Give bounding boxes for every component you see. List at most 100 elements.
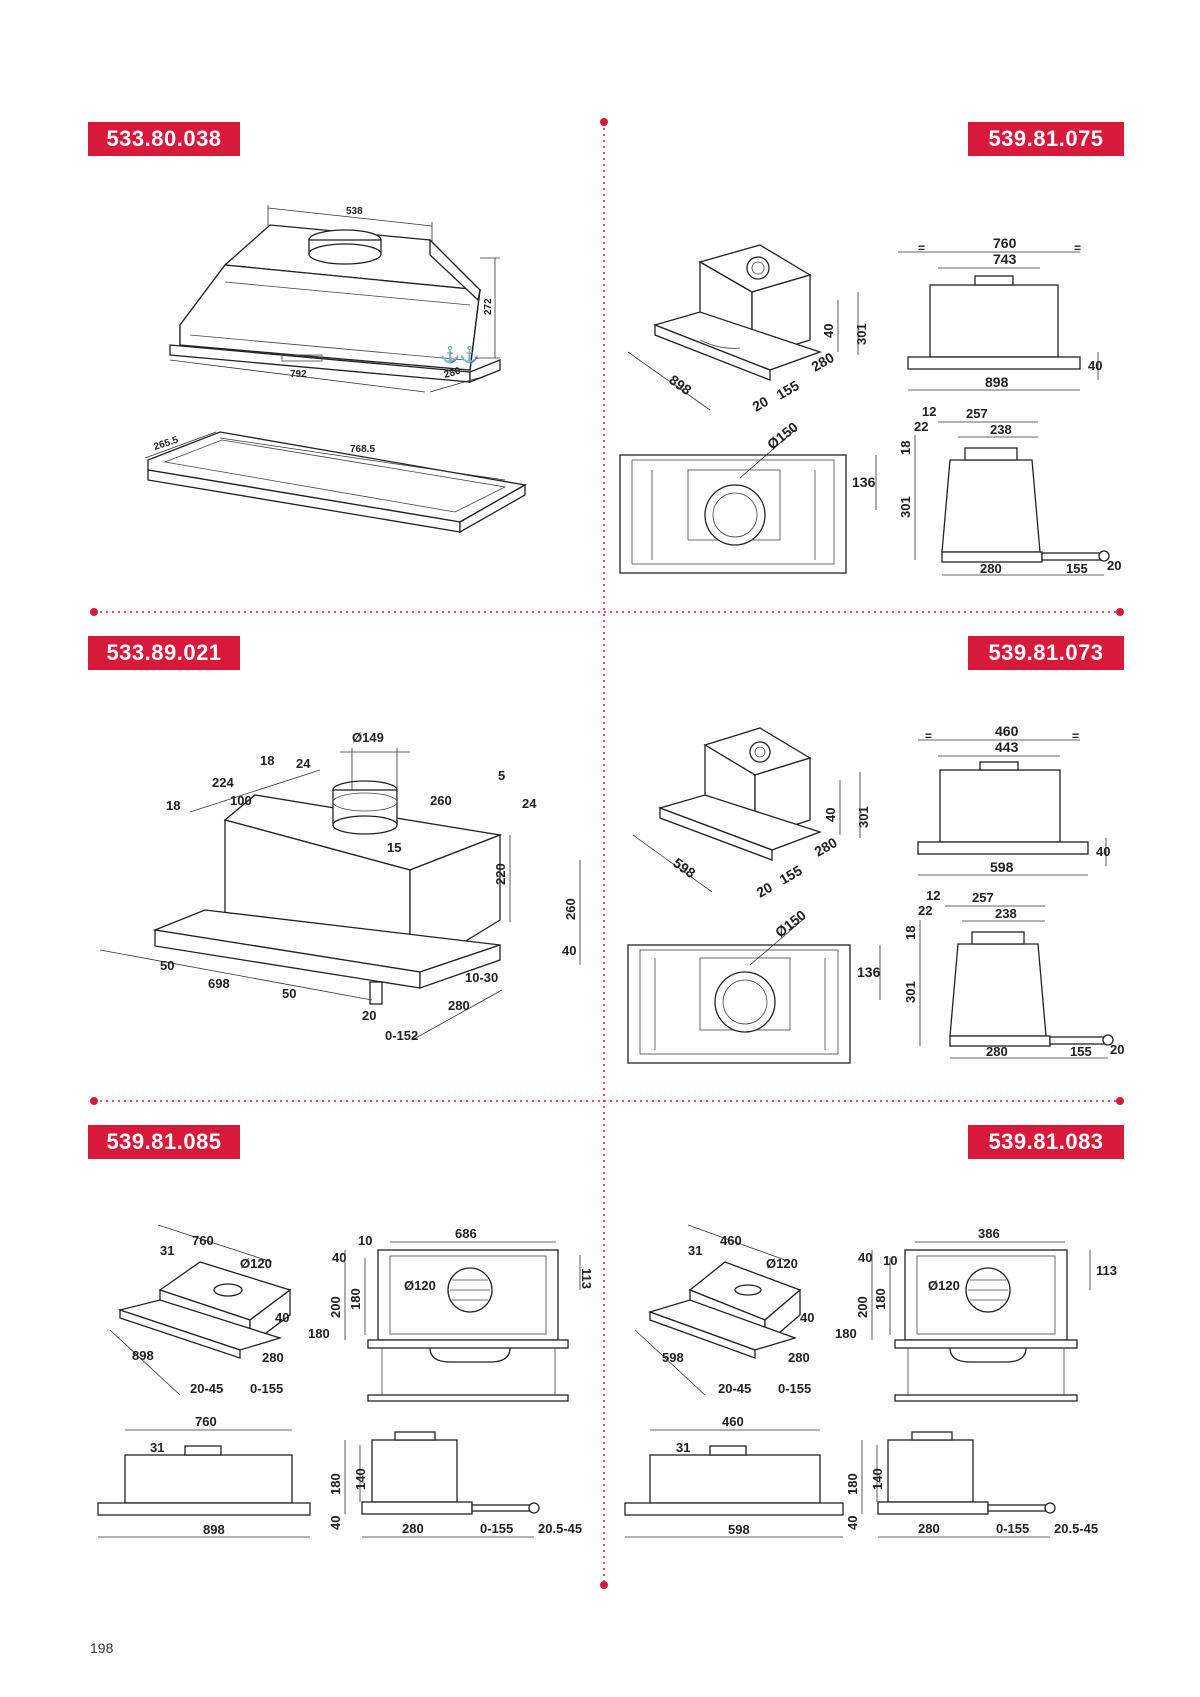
drawing-539-81-075-front: 760 743 = = 898 40 <box>898 235 1102 391</box>
dim-label: 18 <box>166 798 180 813</box>
dim-label: 50 <box>282 986 296 1001</box>
dim-label: 257 <box>966 406 988 421</box>
dim-label: 280 <box>788 1350 810 1365</box>
dim-label: 301 <box>854 323 869 345</box>
section-dividers <box>90 118 1124 1589</box>
dim-label: = <box>1074 241 1081 255</box>
dim-label: 40 <box>1088 358 1102 373</box>
dim-label: 40 <box>858 1250 872 1265</box>
dim-label: 5 <box>498 768 505 783</box>
svg-text:⚓⚓: ⚓⚓ <box>440 345 480 364</box>
dim-label: 792 <box>290 369 307 380</box>
dim-label: 100 <box>230 793 252 808</box>
dim-label: 31 <box>160 1243 174 1258</box>
dim-label: 31 <box>150 1440 164 1455</box>
model-code-badge: 533.89.021 <box>88 636 240 670</box>
dim-label: 272 <box>483 298 494 315</box>
dim-label: 180 <box>348 1288 363 1310</box>
dim-label: 238 <box>995 906 1017 921</box>
dim-label: Ø120 <box>766 1256 798 1271</box>
dim-label: 180 <box>835 1326 857 1341</box>
dim-label: = <box>1072 729 1079 743</box>
dim-label: 898 <box>203 1522 225 1537</box>
dim-label: 180 <box>328 1473 343 1495</box>
dim-label: 40 <box>800 1310 814 1325</box>
dim-label: 280 <box>980 561 1002 576</box>
model-code-badge: 539.81.085 <box>88 1125 240 1159</box>
drawing-533-80-038-frame: 265.5 768.5 <box>144 431 527 534</box>
dim-label: 598 <box>728 1522 750 1537</box>
dim-label: 20 <box>750 393 772 415</box>
dim-label: 18 <box>903 926 918 940</box>
dim-label: 280 <box>443 366 462 381</box>
dim-label: 155 <box>777 862 805 888</box>
dim-label: 20 <box>754 879 776 901</box>
dim-label: 20 <box>362 1008 376 1023</box>
dim-label: 460 <box>995 723 1019 739</box>
model-code-badge: 539.81.075 <box>968 122 1124 156</box>
dim-label: 538 <box>346 206 363 217</box>
dim-label: 24 <box>522 796 537 811</box>
dim-label: 260 <box>430 793 452 808</box>
dim-label: 40 <box>562 943 576 958</box>
dim-label: 698 <box>208 976 230 991</box>
dim-label: 40 <box>823 808 838 822</box>
dim-label: 40 <box>1096 844 1110 859</box>
dim-label: 598 <box>662 1350 684 1365</box>
drawing-539-81-083-top: 386 10 40 Ø120 113 200 180 <box>855 1226 1117 1402</box>
dim-label: 18 <box>260 753 274 768</box>
dim-label: 686 <box>455 1226 477 1241</box>
dim-label: 301 <box>856 806 871 828</box>
drawing-539-81-073-front: 460 443 = = 598 40 <box>917 723 1110 876</box>
drawing-539-81-073-bottom: Ø150 136 <box>627 907 881 1064</box>
dim-label: 257 <box>972 890 994 905</box>
dim-label: 12 <box>922 404 936 419</box>
dim-label: 0-155 <box>480 1521 513 1536</box>
dim-label: 180 <box>845 1473 860 1495</box>
dim-label: 20.5-45 <box>538 1521 582 1536</box>
drawing-533-80-038-hood: ⚓⚓ 538 272 792 280 <box>169 205 501 393</box>
dim-label: 386 <box>978 1226 1000 1241</box>
drawing-539-81-085-iso: 760 31 Ø120 40 180 898 280 20-45 0-155 <box>109 1224 330 1396</box>
drawing-539-81-075-iso: 898 20 155 280 40 301 <box>627 244 869 415</box>
dim-label: = <box>925 729 932 743</box>
dim-label: 155 <box>774 377 802 403</box>
dim-label: 280 <box>812 834 840 860</box>
dim-label: 136 <box>852 474 876 490</box>
dim-label: 40 <box>332 1250 346 1265</box>
model-code-badge: 533.80.038 <box>88 122 240 156</box>
dim-label: 15 <box>387 840 401 855</box>
dim-label: 280 <box>448 998 470 1013</box>
dim-label: 20 <box>1110 1042 1124 1057</box>
dim-label: Ø120 <box>404 1278 436 1293</box>
dim-label: 280 <box>402 1521 424 1536</box>
dim-label: 31 <box>676 1440 690 1455</box>
dim-label: Ø120 <box>928 1278 960 1293</box>
dim-label: 10-30 <box>465 970 498 985</box>
drawing-539-81-073-side: 12 257 22 238 18 301 280 155 20 <box>903 888 1124 1059</box>
dim-label: 200 <box>328 1296 343 1318</box>
dim-label: 140 <box>870 1468 885 1490</box>
dim-label: 743 <box>993 251 1017 267</box>
dim-label: 598 <box>670 854 698 881</box>
dim-label: 760 <box>993 235 1017 251</box>
dim-label: 20-45 <box>190 1381 223 1396</box>
dim-label: 113 <box>1096 1263 1117 1278</box>
dim-label: 768.5 <box>350 444 375 455</box>
dim-label: 760 <box>195 1414 217 1429</box>
dim-label: 40 <box>821 324 836 338</box>
dim-label: 898 <box>985 374 1009 390</box>
dim-label: 280 <box>918 1521 940 1536</box>
dim-label: 898 <box>666 371 694 398</box>
page-number: 198 <box>90 1640 114 1656</box>
drawing-539-81-083-iso: 460 31 Ø120 40 180 598 280 20-45 0-155 <box>634 1224 857 1396</box>
dim-label: 260 <box>563 898 578 920</box>
dim-label: 180 <box>873 1288 888 1310</box>
dim-label: 443 <box>995 739 1019 755</box>
dim-label: 0-155 <box>250 1381 283 1396</box>
dim-label: 598 <box>990 859 1014 875</box>
drawing-539-81-083-side: 180 140 40 280 0-155 20.5-45 <box>845 1431 1098 1538</box>
drawing-539-81-075-side: 12 257 22 238 18 301 280 155 20 <box>898 404 1121 576</box>
dim-label: 200 <box>855 1296 870 1318</box>
